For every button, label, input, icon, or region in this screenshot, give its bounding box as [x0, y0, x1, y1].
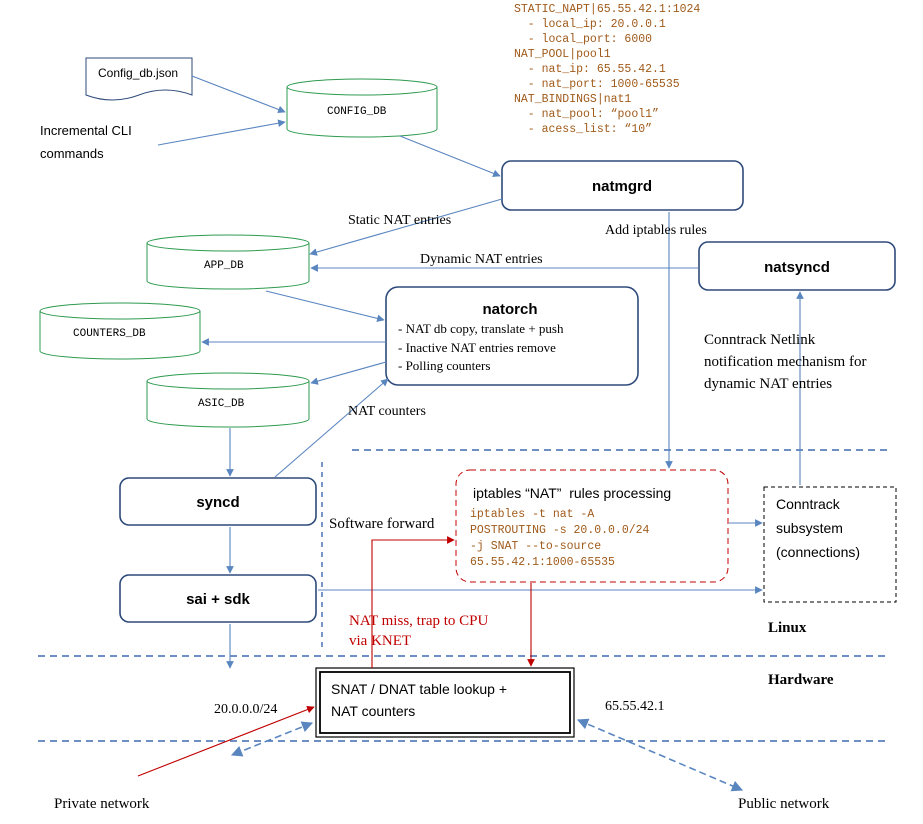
syncd-label: syncd — [196, 494, 239, 511]
conntrack-box: Conntrack subsystem (connections) — [763, 486, 897, 603]
natsyncd-box: natsyncd — [698, 241, 896, 291]
syncd-box: syncd — [119, 477, 317, 526]
asic-db-label: ASIC_DB — [198, 398, 245, 410]
dynamic-nat-label: Dynamic NAT entries — [420, 252, 543, 267]
config-db-label: CONFIG_DB — [327, 106, 387, 118]
blue-arrows — [157, 75, 804, 792]
conntrack-netlink-label: dynamic NAT entries — [704, 376, 832, 392]
config-line: - acess_list: “10” — [514, 123, 652, 136]
hw-table-box: SNAT / DNAT table lookup + NAT counters — [315, 667, 575, 738]
private-ip-label: 20.0.0.0/24 — [214, 702, 277, 717]
natsyncd-label: natsyncd — [764, 259, 830, 276]
config-line: - nat_port: 1000-65535 — [514, 78, 680, 91]
static-nat-label: Static NAT entries — [348, 213, 451, 228]
saisdk-label: sai + sdk — [186, 591, 250, 608]
iptables-cmd-line: -j SNAT --to-source — [470, 540, 601, 553]
config-db-cylinder: CONFIG_DB — [286, 78, 438, 138]
app-db-cylinder: APP_DB — [146, 234, 310, 290]
cli-label: Incremental CLI commands — [40, 123, 132, 161]
red-arrows — [137, 536, 535, 777]
asic-db-cylinder: ASIC_DB — [146, 372, 310, 428]
conntrack-line: subsystem — [776, 520, 843, 536]
iptables-cmd-line: POSTROUTING -s 20.0.0.0/24 — [470, 524, 650, 537]
public-ip-label: 65.55.42.1 — [605, 699, 665, 714]
natorch-box: natorch - NAT db copy, translate + push … — [385, 286, 639, 386]
public-network-label: Public network — [738, 796, 830, 812]
nat-miss-label: via KNET — [349, 633, 411, 649]
hw-table-line: NAT counters — [331, 703, 415, 719]
counters-db-label: COUNTERS_DB — [73, 328, 146, 340]
config-file-document: Config_db.json — [85, 57, 193, 101]
nat-miss-label: NAT miss, trap to CPU — [349, 613, 488, 629]
config-line: STATIC_NAPT|65.55.42.1:1024 — [514, 3, 700, 16]
config-line: NAT_POOL|pool1 — [514, 48, 611, 61]
conntrack-line: Conntrack — [776, 496, 841, 512]
iptables-box: iptables “NAT” rules processing iptables… — [455, 469, 729, 583]
conntrack-line: (connections) — [776, 544, 860, 560]
nat-counters-label: NAT counters — [348, 404, 426, 419]
labels: Static NAT entries Add iptables rules Dy… — [54, 213, 866, 812]
app-db-label: APP_DB — [204, 260, 244, 272]
conntrack-netlink-label: notification mechanism for — [704, 354, 866, 370]
iptables-title: iptables “NAT” rules processing — [473, 485, 671, 501]
saisdk-box: sai + sdk — [119, 574, 317, 623]
hw-table-line: SNAT / DNAT table lookup + — [331, 681, 507, 697]
iptables-cmd-line: iptables -t nat -A — [470, 508, 594, 521]
counters-db-cylinder: COUNTERS_DB — [39, 302, 201, 360]
separators — [38, 449, 888, 742]
natorch-line: - NAT db copy, translate + push — [398, 321, 564, 336]
hardware-label: Hardware — [768, 672, 834, 688]
cli-label-line: commands — [40, 146, 104, 161]
config-line: - local_port: 6000 — [514, 33, 652, 46]
add-iptables-label: Add iptables rules — [605, 223, 707, 238]
config-text-block: STATIC_NAPT|65.55.42.1:1024 - local_ip: … — [514, 3, 700, 136]
natmgrd-box: natmgrd — [501, 160, 744, 211]
natorch-line: - Inactive NAT entries remove — [398, 340, 556, 355]
natorch-title: natorch — [482, 301, 537, 318]
config-line: NAT_BINDINGS|nat1 — [514, 93, 631, 106]
config-line: - nat_ip: 65.55.42.1 — [514, 63, 666, 76]
iptables-cmd-line: 65.55.42.1:1000-65535 — [470, 556, 615, 569]
linux-label: Linux — [768, 620, 807, 636]
natorch-line: - Polling counters — [398, 358, 490, 373]
natmgrd-label: natmgrd — [592, 178, 652, 195]
config-line: - nat_pool: “pool1” — [514, 108, 659, 121]
conntrack-netlink-label: Conntrack Netlink — [704, 332, 816, 348]
config-file-label: Config_db.json — [98, 66, 178, 80]
software-forward-label: Software forward — [329, 516, 435, 532]
config-line: - local_ip: 20.0.0.1 — [514, 18, 666, 31]
cli-label-line: Incremental CLI — [40, 123, 132, 138]
private-network-label: Private network — [54, 796, 150, 812]
